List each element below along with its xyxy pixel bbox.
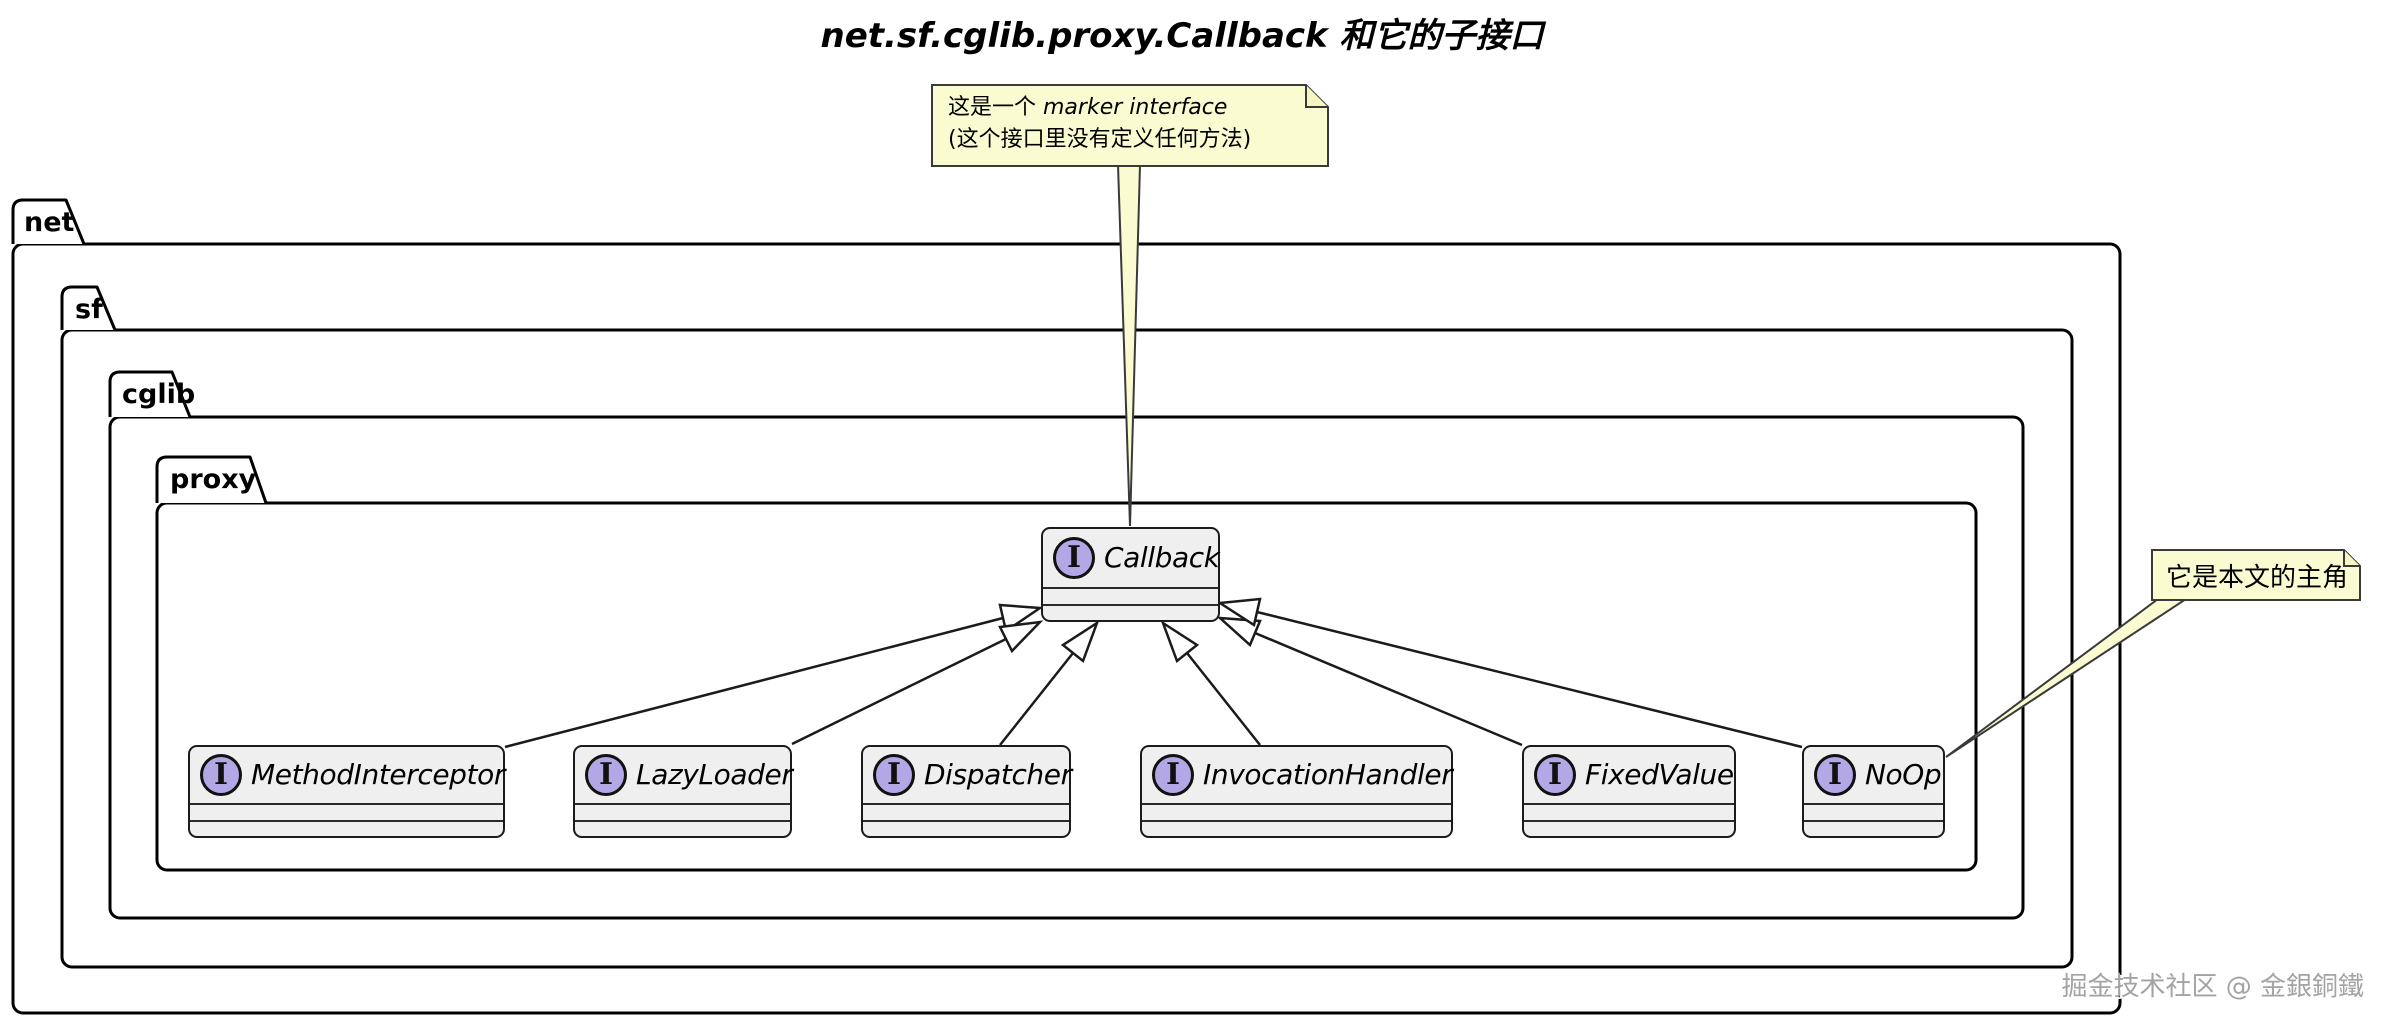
interface-invocationhandler: I InvocationHandler (1140, 745, 1453, 838)
fields-compartment (1142, 803, 1451, 820)
interface-icon: I (1152, 754, 1194, 796)
methods-compartment (190, 820, 503, 836)
interface-header: I NoOp (1804, 747, 1943, 803)
interface-methodinterceptor: I MethodInterceptor (188, 745, 505, 838)
fields-compartment (575, 803, 790, 820)
interface-header: I MethodInterceptor (190, 747, 505, 803)
interface-name: NoOp (1865, 758, 1942, 791)
fields-compartment (1804, 803, 1943, 820)
interface-name: FixedValue (1585, 758, 1734, 791)
package-label-cglib: cglib (122, 379, 196, 410)
interface-header: I FixedValue (1524, 747, 1734, 803)
interface-header: I LazyLoader (575, 747, 793, 803)
generalization-arrows (504, 597, 1803, 749)
package-label-sf: sf (75, 294, 103, 325)
fields-compartment (863, 803, 1069, 820)
interface-name: InvocationHandler (1203, 758, 1453, 791)
methods-compartment (1043, 604, 1218, 620)
interface-icon: I (1053, 537, 1095, 579)
interface-name: Dispatcher (924, 758, 1072, 791)
watermark: 掘金技术社区 @ 金銀銅鐵 (2061, 972, 2364, 1002)
interface-icon: I (1814, 754, 1856, 796)
interface-name: Callback (1104, 541, 1220, 574)
fields-compartment (190, 803, 503, 820)
interface-dispatcher: I Dispatcher (861, 745, 1072, 838)
interface-callback-header: I Callback (1043, 529, 1220, 587)
fields-compartment (1043, 587, 1218, 604)
note-marker: 这是一个 marker interface (这个接口里没有定义任何方法) (948, 92, 1251, 156)
fields-compartment (1524, 803, 1734, 820)
interface-lazyloader: I LazyLoader (573, 745, 793, 838)
package-label-proxy: proxy (170, 464, 257, 495)
note-marker-line2: (这个接口里没有定义任何方法) (948, 126, 1252, 152)
interface-callback: I Callback (1041, 527, 1220, 622)
interface-name: LazyLoader (636, 758, 793, 791)
methods-compartment (1524, 820, 1734, 836)
methods-compartment (575, 820, 790, 836)
diagram-title: net.sf.cglib.proxy.Callback 和它的子接口 (820, 16, 1544, 56)
interface-name: MethodInterceptor (251, 758, 505, 791)
note-protagonist-shape (2151, 549, 2361, 601)
interface-icon: I (200, 754, 242, 796)
note-marker-shape (931, 84, 1329, 167)
interface-header: I Dispatcher (863, 747, 1072, 803)
interface-header: I InvocationHandler (1142, 747, 1453, 803)
interface-icon: I (585, 754, 627, 796)
interface-icon: I (873, 754, 915, 796)
methods-compartment (1804, 820, 1943, 836)
methods-compartment (863, 820, 1069, 836)
interface-fixedvalue: I FixedValue (1522, 745, 1736, 838)
interface-noop: I NoOp (1802, 745, 1945, 838)
methods-compartment (1142, 820, 1451, 836)
note-protagonist: 它是本文的主角 (2166, 563, 2349, 593)
interface-icon: I (1534, 754, 1576, 796)
note-marker-line1: 这是一个 marker interface (948, 95, 1228, 120)
package-label-net: net (24, 207, 75, 238)
